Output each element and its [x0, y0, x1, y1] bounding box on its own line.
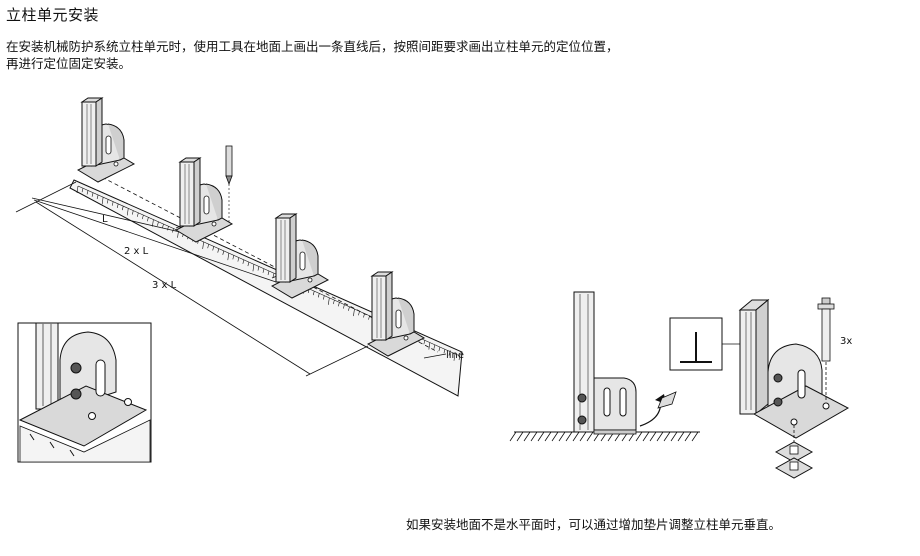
instruction-line-1: 在安装机械防护系统立柱单元时，使用工具在地面上画出一条直线后，按照间距要求画出立…	[6, 39, 619, 54]
quantity-label: 3x	[840, 336, 852, 347]
post-unit-1	[77, 97, 135, 183]
dimension-label-l: L	[102, 214, 108, 225]
dimension-label-2l: 2 x L	[124, 246, 149, 257]
insert-shim-arrow	[639, 391, 677, 427]
line-label: line	[446, 350, 464, 361]
reference-line	[95, 173, 439, 353]
dimension-label-3l: 3 x L	[152, 280, 177, 291]
post-unit-3	[271, 213, 329, 299]
dimension-lines	[15, 181, 369, 377]
instruction-text: 在安装机械防护系统立柱单元时，使用工具在地面上画出一条直线后，按照间距要求画出立…	[6, 38, 866, 72]
bolt-icon	[817, 297, 835, 400]
instruction-line-2: 再进行定位固定安装。	[6, 56, 132, 71]
detail-inset	[17, 322, 152, 463]
page-title: 立柱单元安装	[6, 6, 100, 24]
exploded-post-assembly	[738, 298, 850, 479]
t-slot-profile-icon	[669, 317, 742, 371]
marker-pen-icon	[225, 145, 233, 222]
leveling-caption: 如果安装地面不是水平面时，可以通过增加垫片调整立柱单元垂直。	[406, 517, 782, 532]
side-view-post	[573, 291, 637, 435]
post-unit-2	[175, 157, 233, 243]
